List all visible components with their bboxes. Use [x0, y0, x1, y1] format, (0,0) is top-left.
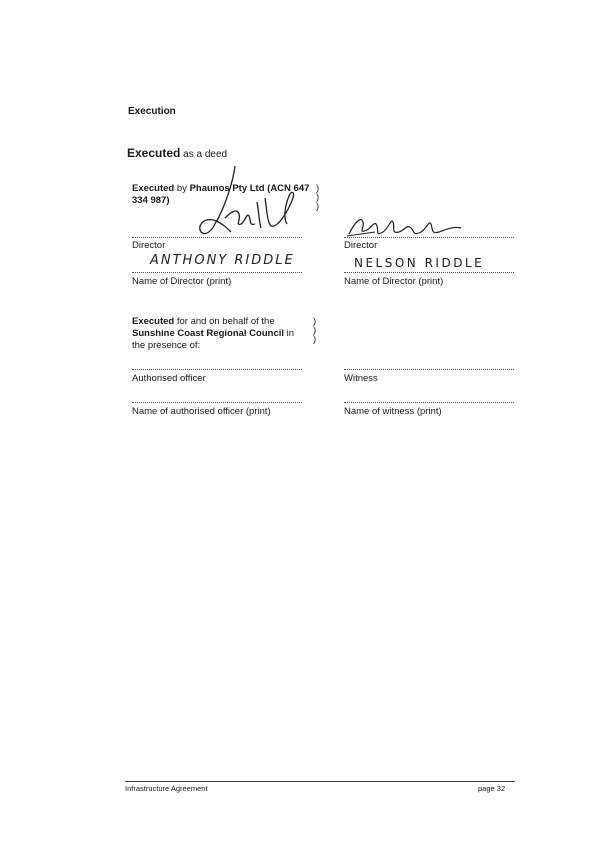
company-name: Phaunos Pty Ltd (ACN 647 334 987)	[132, 183, 310, 206]
deed-rest: as a deed	[180, 149, 228, 160]
bracket: )	[316, 192, 320, 203]
executed-bold: Executed	[127, 146, 181, 160]
footer-rule	[125, 781, 515, 782]
footer-page-number: page 32	[478, 784, 506, 793]
authorised-officer-name-label: Name of authorised officer (print)	[132, 406, 271, 417]
witness-name-label: Name of witness (print)	[344, 406, 442, 417]
name-of-director-label-left: Name of Director (print)	[132, 276, 232, 287]
block-text: by	[174, 183, 190, 194]
bracket-column: ) ) )	[313, 316, 323, 345]
executed-bold: Executed	[132, 183, 175, 194]
signature-line	[344, 369, 514, 370]
bracket: )	[313, 316, 317, 327]
print-name-line	[132, 272, 302, 273]
print-name-line	[344, 402, 514, 403]
bracket: )	[313, 325, 317, 336]
executed-as-deed: Executed as a deed	[127, 146, 227, 160]
director-signature-left	[199, 165, 295, 235]
signature-line	[344, 237, 514, 238]
block-text: for and on behalf of the	[174, 316, 275, 327]
bracket-column: ) ) )	[316, 183, 326, 212]
authorised-officer-label: Authorised officer	[132, 373, 206, 384]
block-text: in the presence of:	[132, 328, 295, 351]
execution-block-council: Executed for and on behalf of the Sunshi…	[132, 316, 307, 352]
director-print-name-right: NELSON RIDDLE	[354, 256, 485, 270]
footer-document-title: Infrastructure Agreement	[125, 784, 208, 793]
section-heading: Execution	[128, 106, 176, 117]
director-label-left: Director	[132, 240, 166, 251]
bracket: )	[316, 183, 320, 194]
name-of-director-label-right: Name of Director (print)	[344, 276, 444, 287]
print-name-line	[344, 272, 514, 273]
signature-line	[132, 237, 302, 238]
print-name-line	[132, 402, 302, 403]
director-signature-right	[346, 219, 462, 237]
execution-block-company: Executed by Phaunos Pty Ltd (ACN 647 334…	[132, 183, 312, 207]
director-print-name-left: ANTHONY RIDDLE	[150, 253, 295, 268]
signature-line	[132, 369, 302, 370]
witness-label: Witness	[344, 373, 378, 384]
director-label-right: Director	[344, 240, 378, 251]
executed-bold: Executed	[132, 316, 175, 327]
bracket: )	[316, 201, 320, 212]
bracket: )	[313, 334, 317, 345]
council-name: Sunshine Coast Regional Council	[132, 328, 285, 339]
